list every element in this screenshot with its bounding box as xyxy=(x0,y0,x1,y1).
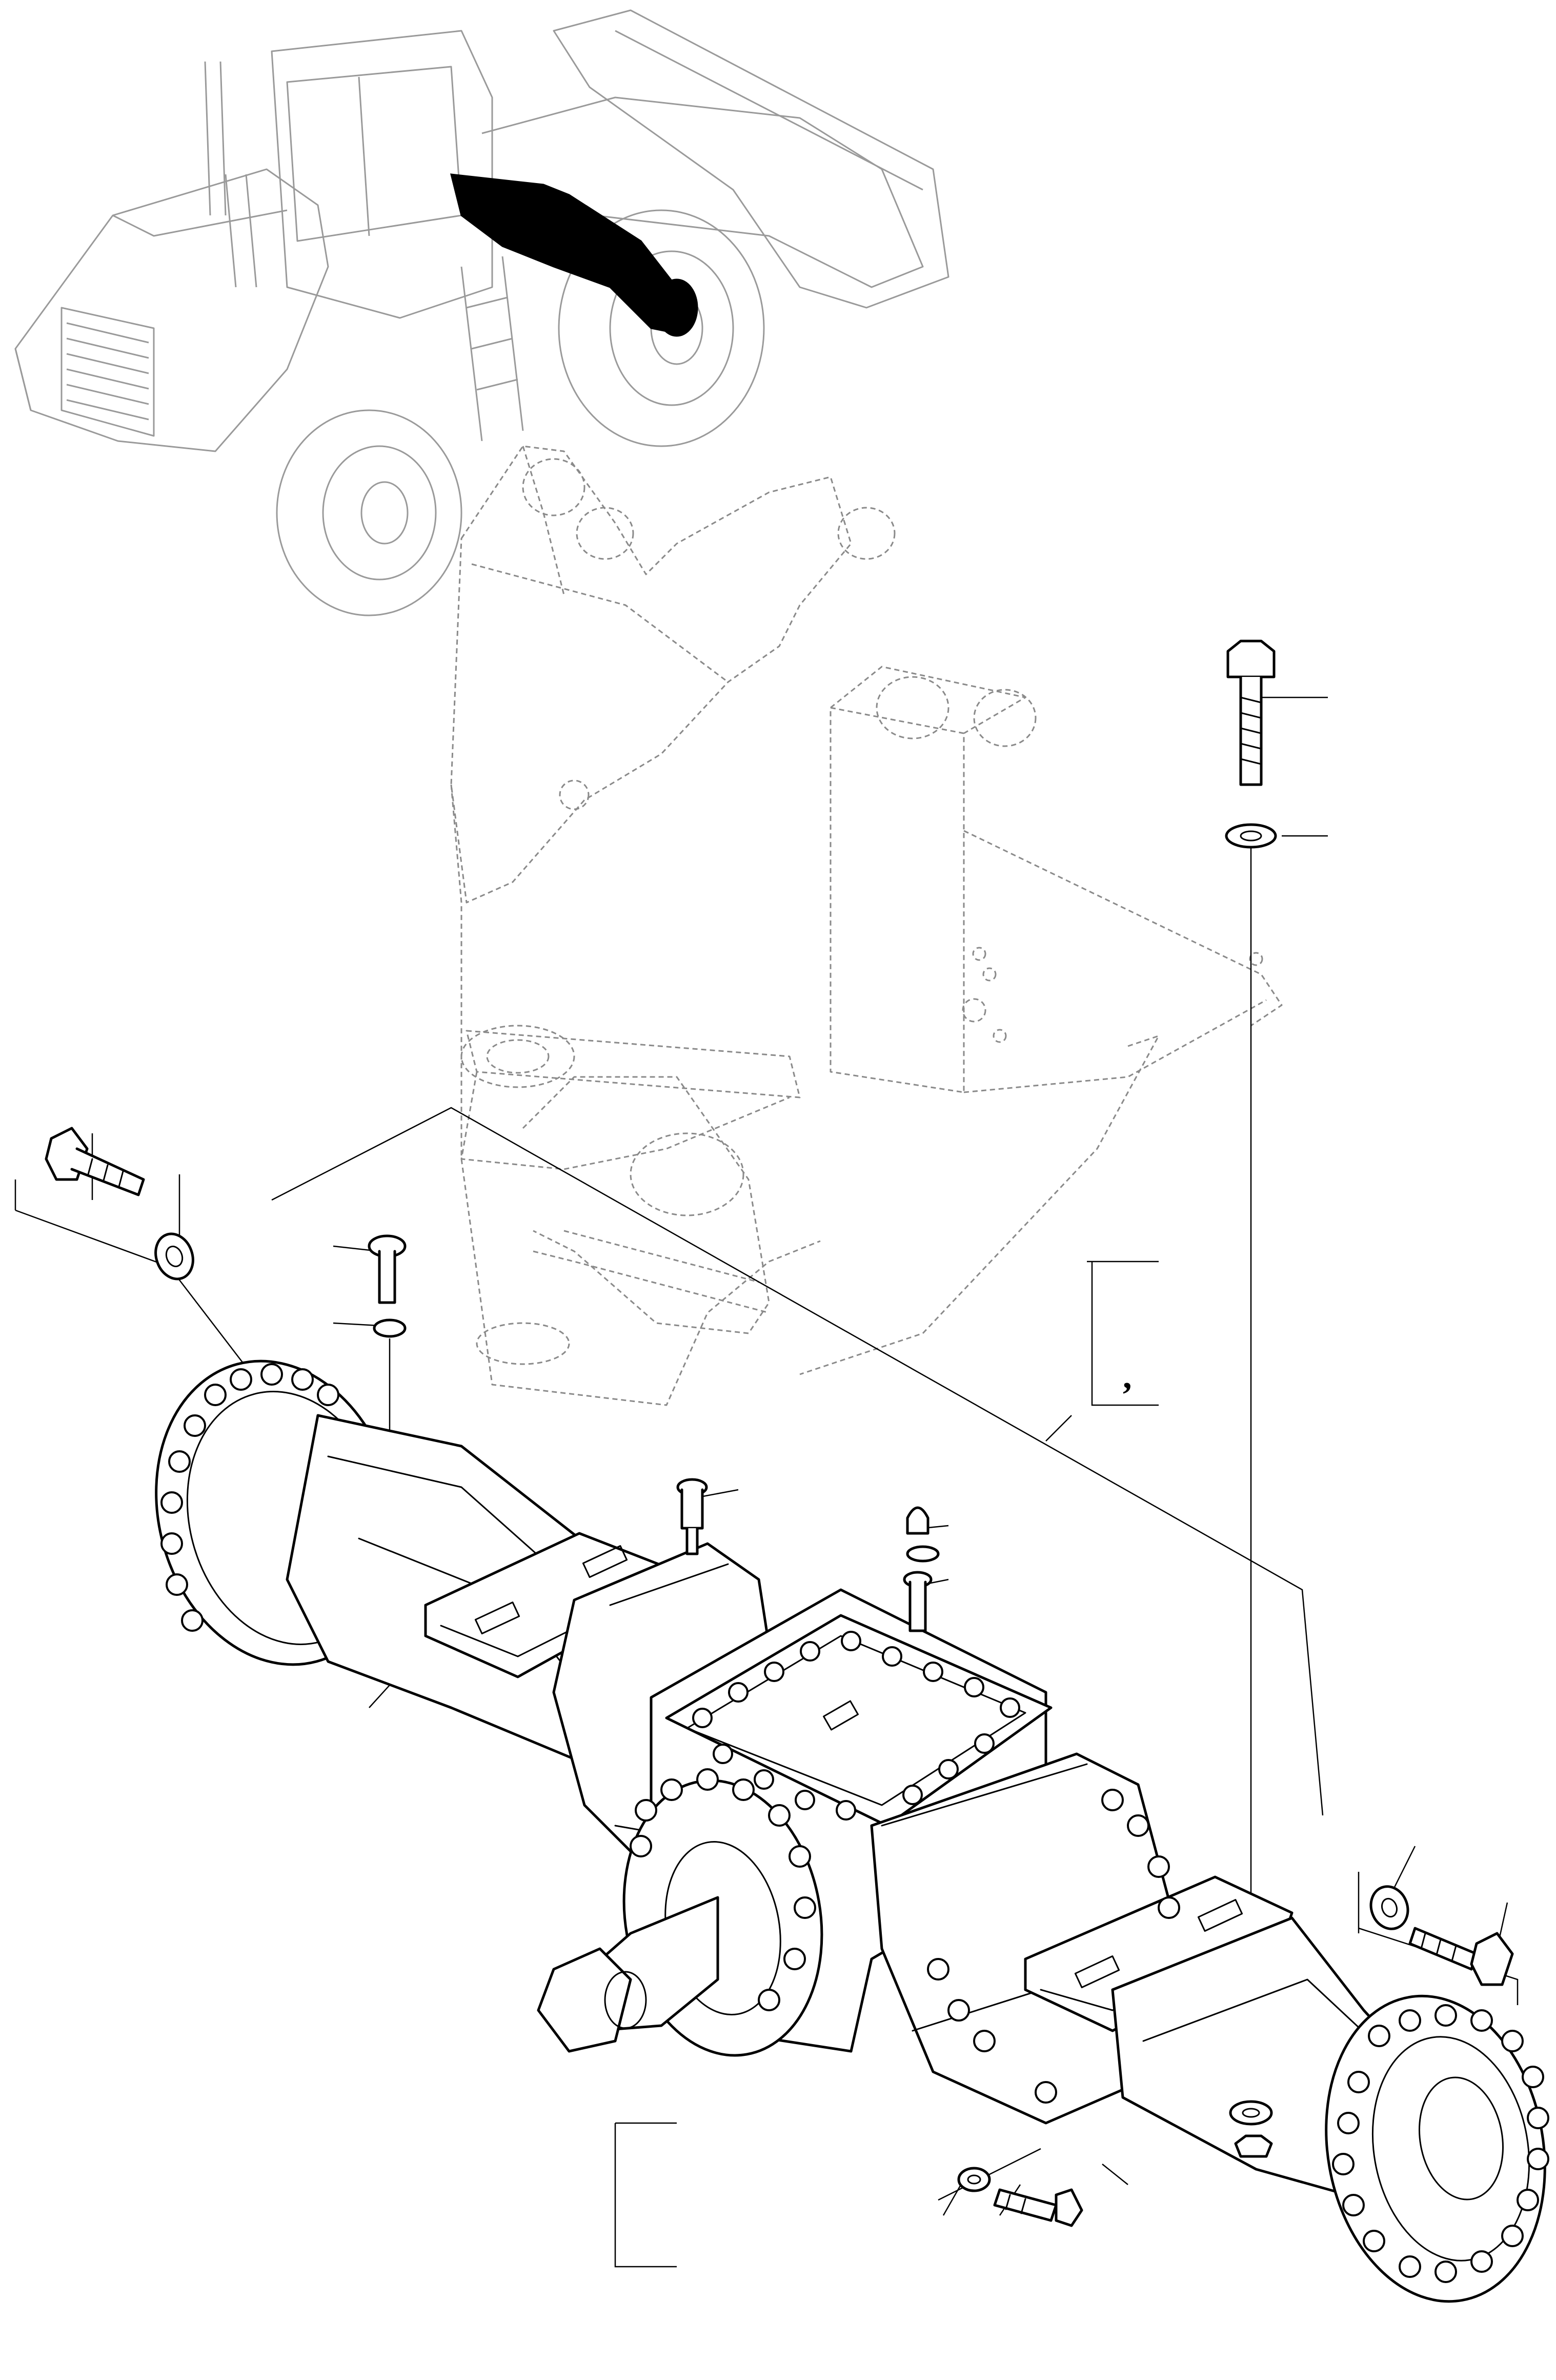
axle-assembly xyxy=(155,1359,1546,2303)
wheel-loader-outline xyxy=(14,9,949,616)
tube-washer xyxy=(1229,2100,1273,2126)
pinion-flange-bolts xyxy=(630,1768,816,2011)
bottom-washer xyxy=(957,2167,991,2192)
bottom-bolt xyxy=(993,2188,1083,2227)
hub-washer-right xyxy=(1369,1885,1409,1930)
hub-washer-left xyxy=(154,1232,194,1281)
o-ring xyxy=(373,1318,407,1338)
hub-bolt-right xyxy=(1408,1927,1514,1986)
right-hub-bolts xyxy=(1332,2004,1549,2283)
drum-bolts xyxy=(927,1789,1180,2104)
annotation-mark: , xyxy=(1123,1357,1132,1396)
plug-fitting xyxy=(676,1478,708,1555)
tube-nut xyxy=(1234,2134,1273,2158)
frame-washer-top-right xyxy=(1225,823,1277,849)
axle-highlight xyxy=(450,173,698,337)
breather-bolt xyxy=(368,1234,407,1304)
cap-fitting xyxy=(906,1506,940,1563)
loader-frame-ghost xyxy=(450,445,1283,1406)
grease-nipple xyxy=(903,1571,933,1632)
left-hub-bolts xyxy=(160,1363,339,1632)
hub-bolt-left xyxy=(45,1127,145,1196)
cover-bolts xyxy=(692,1631,1020,1821)
frame-bolt-top-right xyxy=(1226,639,1276,786)
